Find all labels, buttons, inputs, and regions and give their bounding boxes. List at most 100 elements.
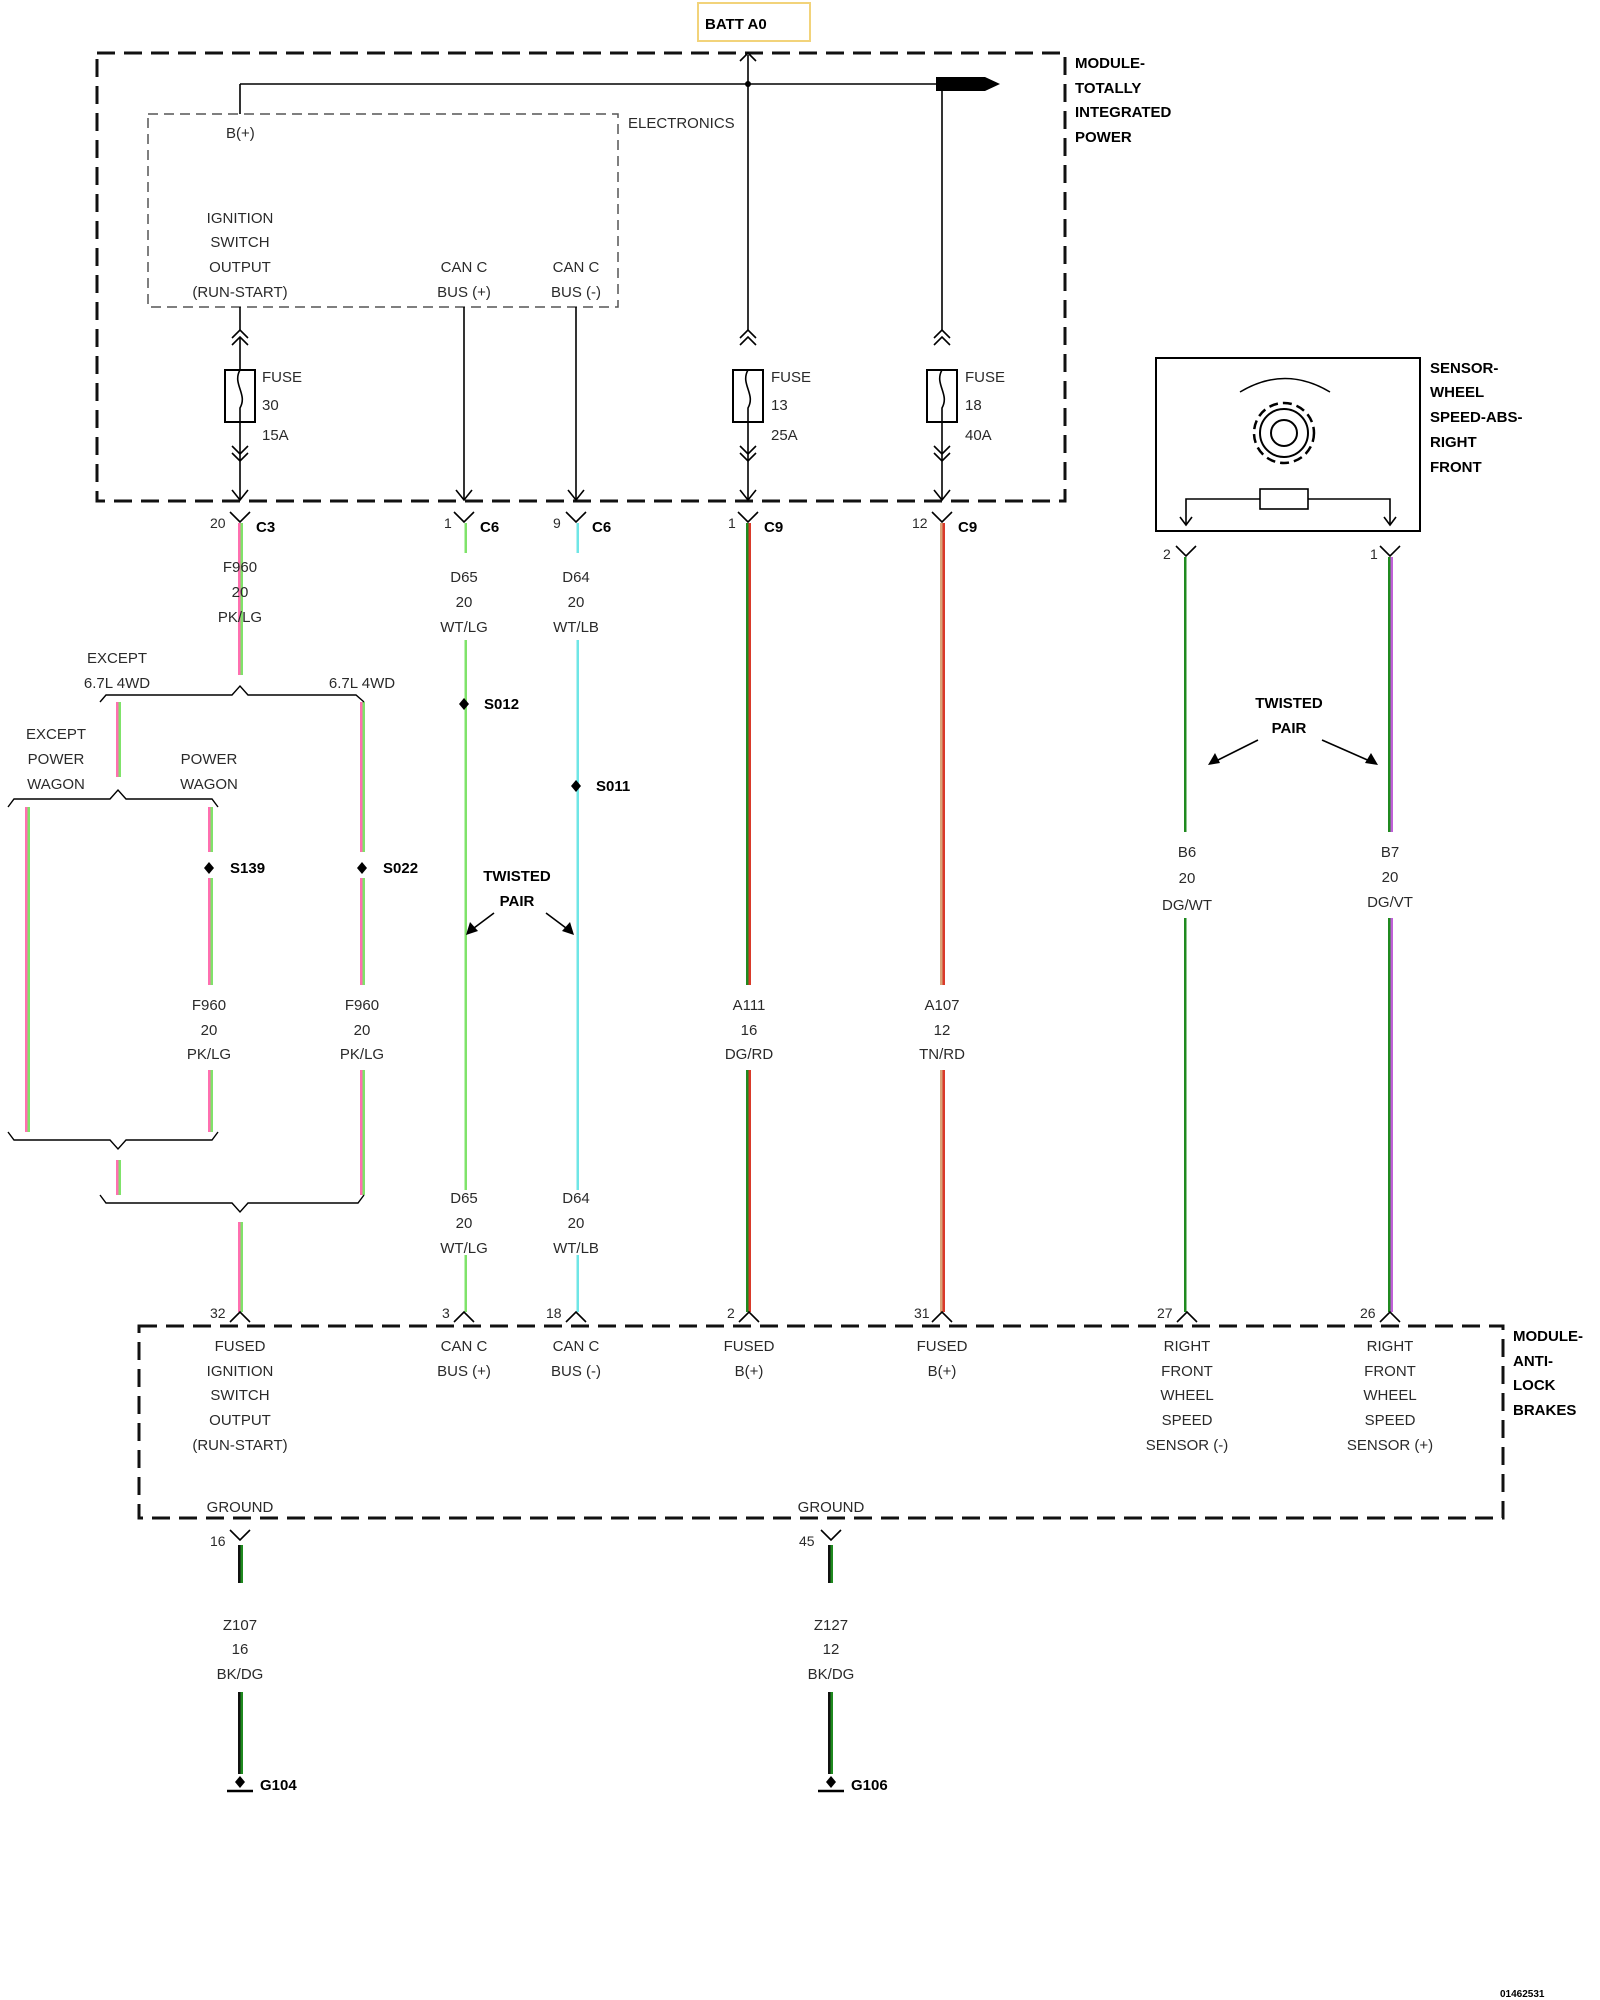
ground-icon (826, 1776, 836, 1788)
svg-text:SWITCH: SWITCH (210, 1387, 269, 1404)
svg-text:WT/LG: WT/LG (440, 1240, 488, 1257)
svg-text:WHEEL: WHEEL (1430, 384, 1484, 401)
svg-text:SENSOR (-): SENSOR (-) (1146, 1437, 1229, 1454)
svg-text:SENSOR (+): SENSOR (+) (1347, 1437, 1433, 1454)
abs-pin-can-minus: CAN C BUS (-) (551, 1338, 601, 1380)
svg-text:WT/LB: WT/LB (553, 619, 599, 636)
svg-text:OUTPUT: OUTPUT (209, 1412, 271, 1429)
svg-text:(RUN-START): (RUN-START) (192, 1437, 287, 1454)
svg-text:C9: C9 (958, 519, 977, 536)
fuse-18: FUSE 18 40A (926, 328, 1005, 502)
wire-z107 (238, 1545, 243, 1774)
svg-text:FRONT: FRONT (1364, 1363, 1416, 1380)
wire-f960-merge (116, 1160, 243, 1312)
svg-text:INTEGRATED: INTEGRATED (1075, 104, 1172, 121)
svg-text:20: 20 (354, 1022, 371, 1039)
svg-text:12: 12 (912, 515, 928, 531)
svg-text:RIGHT: RIGHT (1367, 1338, 1414, 1355)
fuse-13: FUSE 13 25A (732, 328, 811, 502)
ground-g106: G106 (818, 1776, 888, 1794)
svg-text:6.7L 4WD: 6.7L 4WD (329, 675, 395, 692)
svg-text:Z107: Z107 (223, 1617, 257, 1634)
svg-text:BK/DG: BK/DG (808, 1666, 855, 1683)
wire-label-a111: A111 16 DG/RD (725, 997, 774, 1063)
wire-a111 (746, 523, 751, 1312)
svg-text:GROUND: GROUND (798, 1499, 865, 1516)
svg-text:RIGHT: RIGHT (1164, 1338, 1211, 1355)
svg-text:FUSE: FUSE (965, 369, 1005, 386)
svg-text:32: 32 (210, 1305, 226, 1321)
svg-text:D65: D65 (450, 569, 478, 586)
wire-label-z127: Z127 12 BK/DG (808, 1617, 855, 1683)
svg-text:6.7L 4WD: 6.7L 4WD (84, 675, 150, 692)
splice-s139: S139 (204, 860, 265, 877)
svg-text:CAN C: CAN C (553, 259, 600, 276)
svg-text:FUSE: FUSE (262, 369, 302, 386)
svg-text:BUS (+): BUS (+) (437, 284, 491, 301)
svg-text:WAGON: WAGON (27, 776, 85, 793)
svg-text:(RUN-START): (RUN-START) (192, 284, 287, 301)
svg-text:MODULE-: MODULE- (1075, 55, 1145, 72)
svg-text:2: 2 (1163, 546, 1171, 562)
wire-b7 (1388, 557, 1393, 1312)
svg-text:20: 20 (1179, 870, 1196, 887)
svg-text:MODULE-: MODULE- (1513, 1328, 1583, 1345)
svg-text:CAN C: CAN C (441, 259, 488, 276)
svg-text:SPEED-ABS-: SPEED-ABS- (1430, 409, 1523, 426)
svg-text:25A: 25A (771, 427, 798, 444)
svg-text:B(+): B(+) (928, 1363, 957, 1380)
svg-text:S022: S022 (383, 860, 418, 877)
svg-text:F960: F960 (345, 997, 379, 1014)
svg-text:40A: 40A (965, 427, 992, 444)
svg-text:1: 1 (728, 515, 736, 531)
wire-f960-67l (360, 702, 365, 1195)
gear-icon (1252, 401, 1316, 465)
svg-text:C9: C9 (764, 519, 783, 536)
svg-text:A111: A111 (733, 997, 766, 1014)
svg-text:1: 1 (444, 515, 452, 531)
svg-text:PK/LG: PK/LG (187, 1046, 231, 1063)
svg-text:SENSOR-: SENSOR- (1430, 360, 1498, 377)
sensor-connectors: 2 1 (1163, 545, 1401, 562)
svg-text:LOCK: LOCK (1513, 1377, 1556, 1394)
svg-text:IGNITION: IGNITION (207, 210, 274, 227)
svg-text:PK/LG: PK/LG (218, 609, 262, 626)
abs-pin-sensor-plus: RIGHT FRONT WHEEL SPEED SENSOR (+) (1347, 1338, 1433, 1454)
svg-text:RIGHT: RIGHT (1430, 434, 1477, 451)
wire-label-d65-top: D65 20 WT/LG (440, 569, 488, 636)
svg-text:POWER: POWER (1075, 129, 1132, 146)
figure-id: 01462531 (1500, 1989, 1545, 2000)
svg-text:SWITCH: SWITCH (210, 234, 269, 251)
svg-text:FUSED: FUSED (724, 1338, 775, 1355)
branch-brackets (7, 684, 365, 1214)
abs-connectors: 32 3 18 2 31 27 26 (210, 1305, 1401, 1323)
svg-text:G106: G106 (851, 1777, 888, 1794)
svg-text:16: 16 (741, 1022, 758, 1039)
svg-text:CAN C: CAN C (441, 1338, 488, 1355)
svg-text:18: 18 (546, 1305, 562, 1321)
svg-text:S012: S012 (484, 696, 519, 713)
svg-text:PK/LG: PK/LG (340, 1046, 384, 1063)
wheel-speed-sensor (1155, 357, 1421, 532)
tipm-connectors: 20 C3 1 C6 9 C6 1 C9 12 C9 (210, 511, 977, 536)
svg-text:A107: A107 (924, 997, 959, 1014)
ground-g104: G104 (227, 1776, 297, 1794)
svg-text:FRONT: FRONT (1161, 1363, 1213, 1380)
tipm-module-frame (95, 51, 1067, 503)
wire-z127 (828, 1545, 833, 1774)
svg-text:20: 20 (201, 1022, 218, 1039)
svg-text:FUSED: FUSED (917, 1338, 968, 1355)
abs-pin-fused-ignition: FUSED IGNITION SWITCH OUTPUT (RUN-START) (192, 1338, 287, 1454)
wire-label-f960-pw: F960 20 PK/LG (187, 997, 231, 1063)
svg-text:BRAKES: BRAKES (1513, 1402, 1576, 1419)
svg-text:20: 20 (456, 594, 473, 611)
svg-text:C3: C3 (256, 519, 275, 536)
svg-text:ANTI-: ANTI- (1513, 1353, 1553, 1370)
wire-d65 (462, 523, 467, 1312)
wire-label-f960-top: F960 20 PK/LG (218, 559, 262, 626)
svg-text:13: 13 (771, 397, 788, 414)
svg-text:PAIR: PAIR (1272, 720, 1307, 737)
svg-text:12: 12 (823, 1641, 840, 1658)
svg-text:20: 20 (210, 515, 226, 531)
